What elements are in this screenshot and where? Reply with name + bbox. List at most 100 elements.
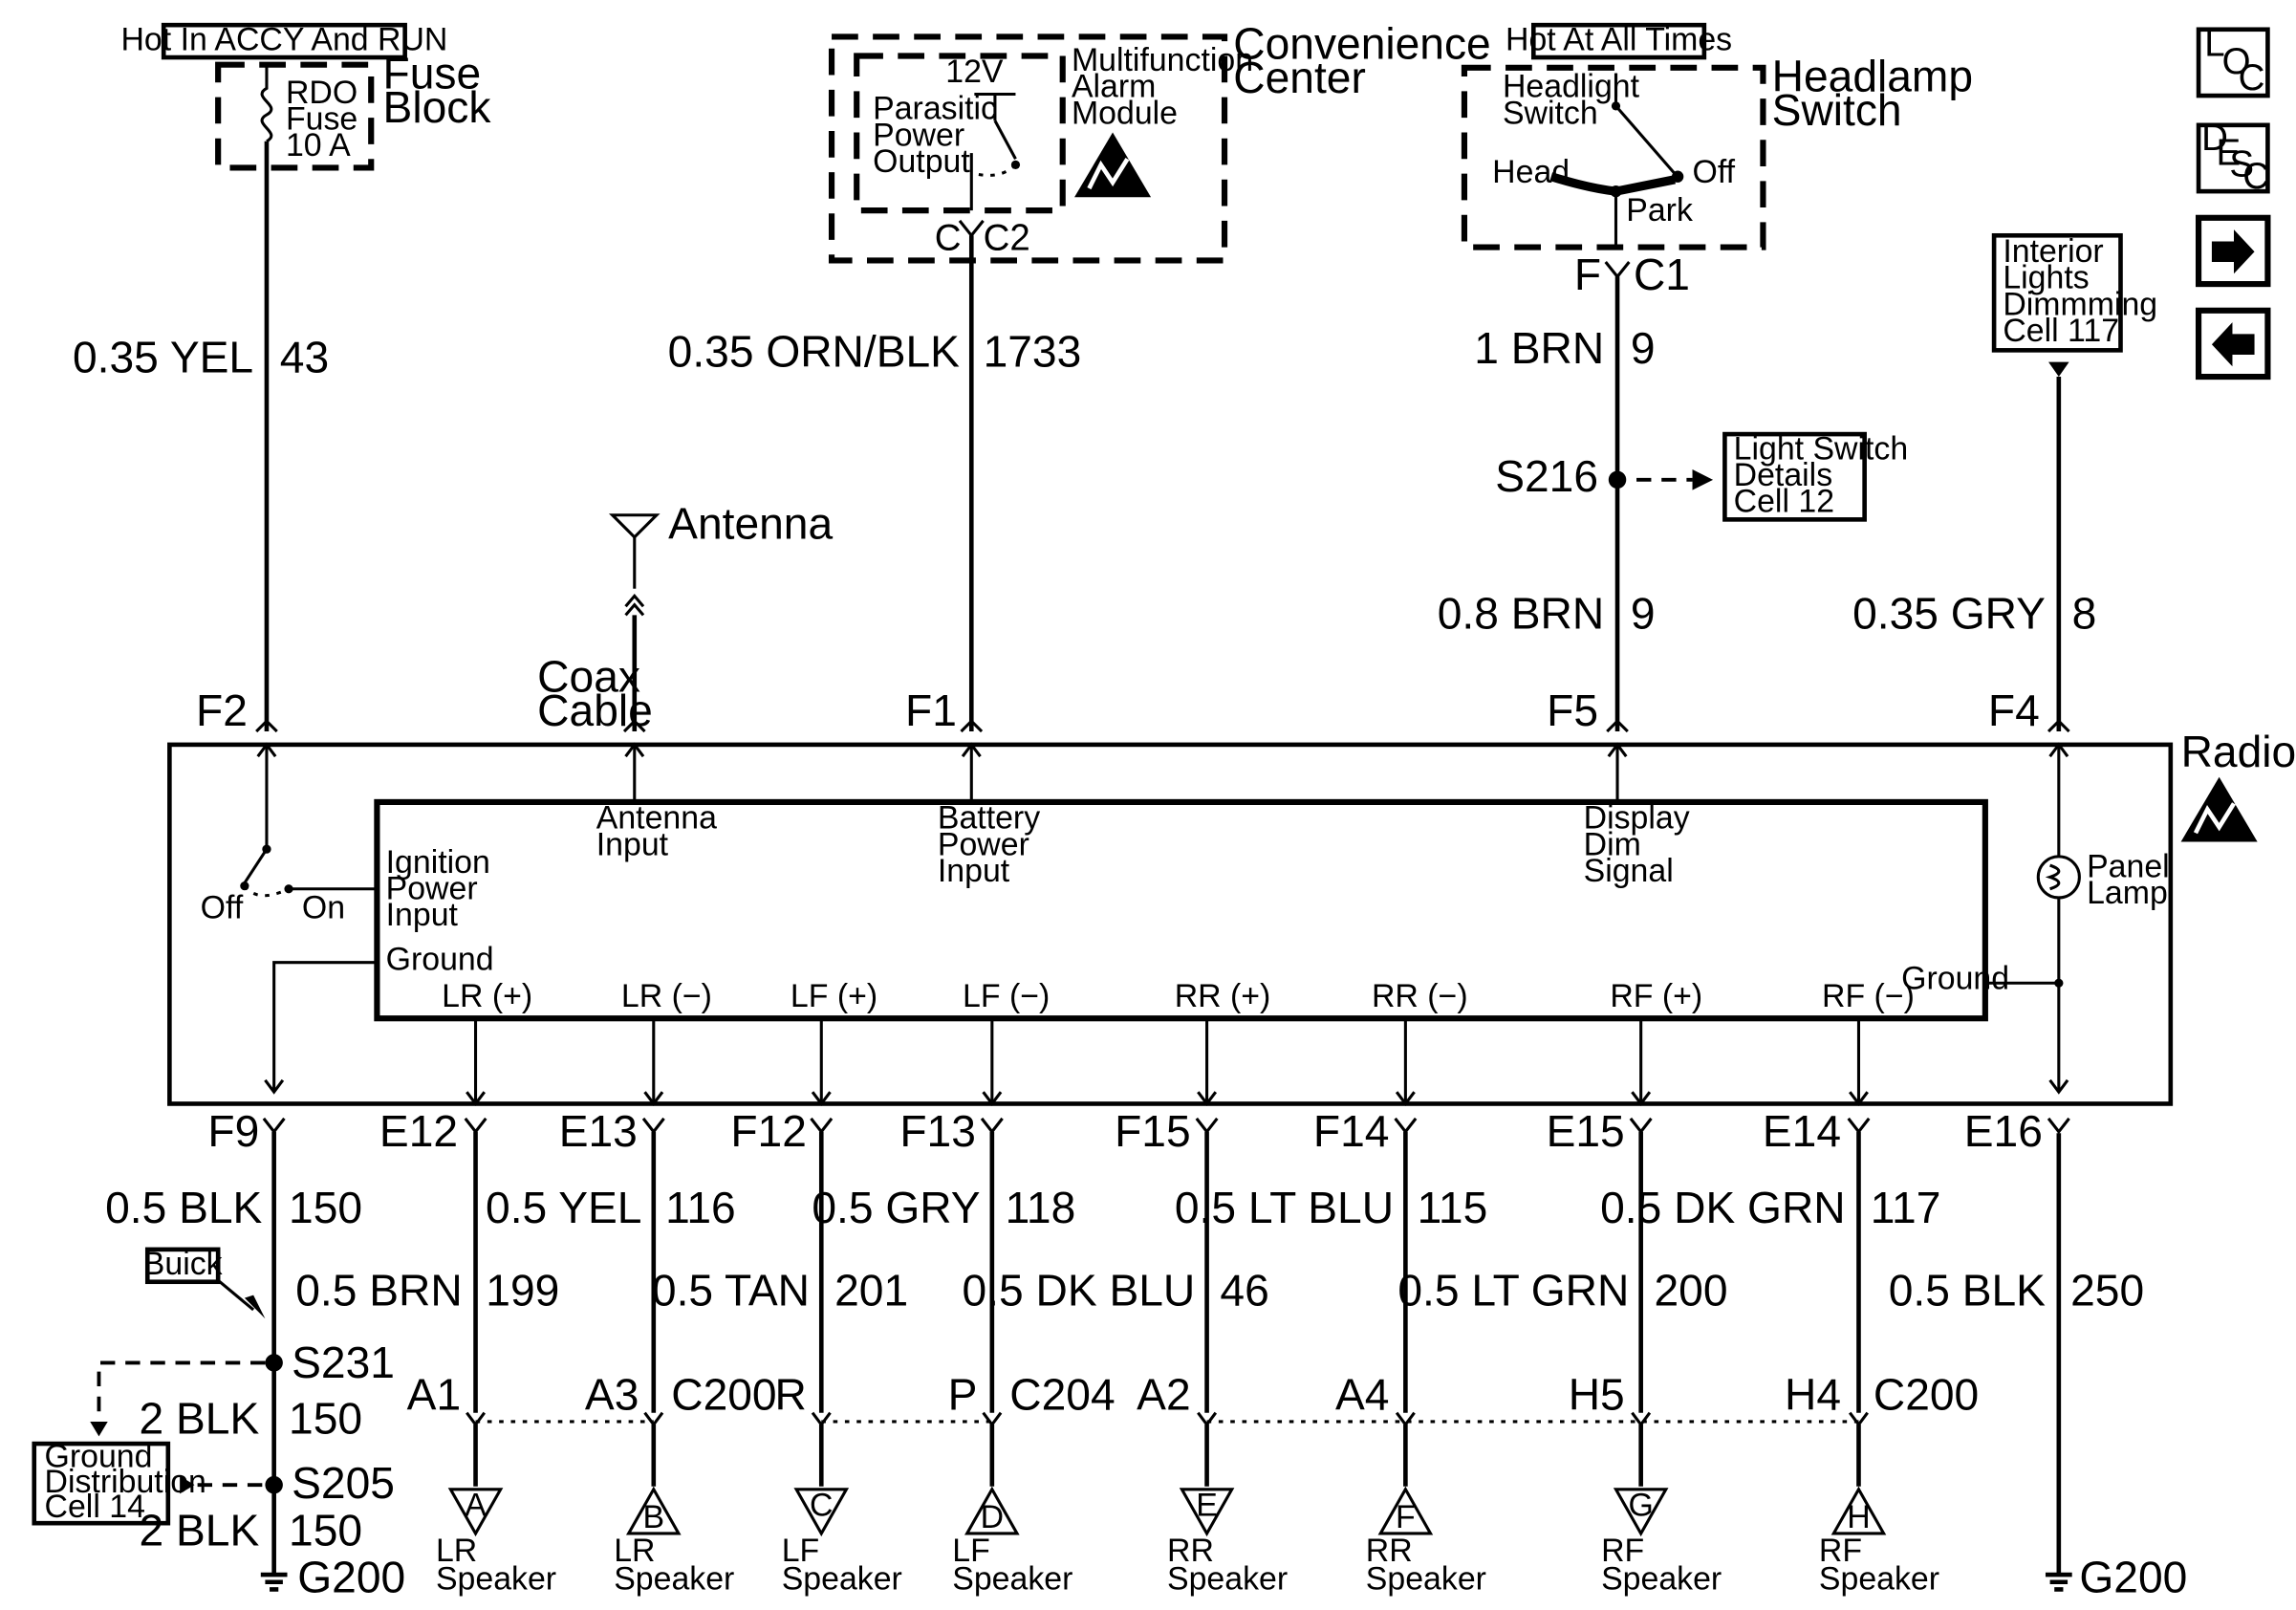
esd-warning-icon (1074, 132, 1152, 198)
svg-text:Power: Power (386, 871, 478, 907)
svg-text:S: S (2229, 144, 2254, 185)
svg-text:0.5 DK BLU: 0.5 DK BLU (963, 1265, 1196, 1315)
svg-text:Center: Center (1233, 53, 1366, 102)
svg-text:E16: E16 (1964, 1106, 2043, 1156)
svg-text:0.5 GRY: 0.5 GRY (812, 1183, 980, 1232)
svg-text:F14: F14 (1313, 1106, 1390, 1156)
svg-text:F13: F13 (899, 1106, 976, 1156)
svg-text:RR (−): RR (−) (1372, 978, 1468, 1014)
speaker-lead-arrow-1 (643, 1091, 664, 1107)
svg-text:F: F (1574, 250, 1601, 299)
speaker-lead-arrow-5 (1395, 1091, 1416, 1107)
hot-all-times-label: Hot At All Times (1505, 21, 1732, 57)
svg-text:2 BLK: 2 BLK (140, 1505, 260, 1555)
inline-connector-labels: A1 A3 C200 R P C204 A2 A4 H5 H4 C200 (407, 1370, 1980, 1420)
wire-1733-num: 1733 (984, 326, 1082, 376)
svg-text:Input: Input (596, 826, 669, 862)
svg-text:0.5 BRN: 0.5 BRN (295, 1265, 462, 1315)
buick-tag: Buick (143, 1246, 266, 1319)
speaker-leads (466, 1018, 1869, 1107)
pin-connector-0 (464, 1117, 487, 1135)
esd-warning-icon (2180, 776, 2258, 842)
speaker-letter: F (1396, 1499, 1416, 1535)
svg-text:199: 199 (486, 1265, 559, 1315)
svg-text:C200: C200 (1874, 1370, 1979, 1420)
radio-inner-circuit (374, 798, 1988, 1022)
speaker-label: LF (782, 1533, 820, 1569)
fuse-block: Hot In ACCY And RUN RDO Fuse 10 A Fuse B… (120, 21, 491, 171)
pin-connector-f9 (262, 1117, 286, 1135)
speaker-letter: A (465, 1487, 487, 1523)
speaker-lead-arrow-4 (1197, 1091, 1218, 1107)
svg-text:Input: Input (938, 853, 1010, 889)
svg-text:Coax: Coax (537, 651, 640, 701)
svg-text:0.5 LT GRN: 0.5 LT GRN (1397, 1265, 1629, 1315)
svg-text:2 BLK: 2 BLK (140, 1393, 260, 1443)
wire-8-size: 0.35 GRY (1852, 588, 2046, 638)
svg-text:C200: C200 (671, 1370, 776, 1420)
wire-150-size: 0.5 BLK (105, 1183, 262, 1232)
svg-text:Power: Power (873, 117, 964, 153)
svg-text:Light Switch: Light Switch (1734, 430, 1909, 467)
svg-text:Distribution: Distribution (45, 1464, 206, 1500)
speaker-icon (1179, 1488, 1235, 1537)
speaker-icon (625, 1486, 682, 1535)
wire-9a-num: 9 (1631, 323, 1656, 373)
svg-text:Cell 14: Cell 14 (45, 1489, 145, 1525)
svg-text:Module: Module (1072, 95, 1178, 131)
ground-distribution-link[interactable]: Ground Distribution Cell 14 (32, 1439, 206, 1526)
svg-text:C2: C2 (984, 218, 1030, 259)
splice-s216 (1608, 470, 1627, 490)
interior-lights-link[interactable]: Interior Lights Dimmming Cell 117 (1991, 232, 2157, 353)
next-page-button[interactable] (2195, 214, 2271, 288)
svg-text:C1: C1 (1634, 250, 1690, 299)
speakers: ALRSpeakerBLRSpeakerCLFSpeakerDLFSpeaker… (436, 1486, 1939, 1597)
svg-text:115: 115 (1418, 1183, 1488, 1232)
svg-text:116: 116 (665, 1183, 736, 1232)
antenna: Antenna Coax Cable (537, 498, 833, 734)
inline-pin-1 (643, 1411, 664, 1427)
svg-text:RDO: RDO (286, 75, 357, 111)
prev-page-button[interactable] (2195, 307, 2271, 381)
headlamp-switch-title: Headlamp (1772, 51, 1973, 100)
svg-text:S231: S231 (292, 1338, 395, 1387)
speaker-wires (262, 1117, 2070, 1487)
svg-text:12V: 12V (945, 54, 1004, 90)
svg-text:F1: F1 (905, 685, 957, 735)
wire-150-num: 150 (289, 1183, 362, 1232)
svg-text:Antenna: Antenna (596, 800, 717, 837)
svg-text:Cable: Cable (537, 685, 653, 735)
svg-text:F15: F15 (1115, 1106, 1191, 1156)
speaker-icon (1830, 1486, 1887, 1535)
svg-text:D: D (2201, 118, 2228, 159)
svg-text:C: C (2239, 57, 2265, 98)
speaker-letter: G (1628, 1487, 1653, 1523)
svg-text:Antenna: Antenna (668, 498, 833, 548)
arrow-left-icon (2211, 322, 2255, 367)
speaker-label: Speaker (1167, 1560, 1288, 1597)
speaker-lead-arrow-3 (982, 1091, 1003, 1107)
speaker-lead-arrow-7 (1849, 1091, 1869, 1107)
pin-connector-4 (1195, 1117, 1219, 1135)
svg-text:Off: Off (201, 890, 244, 926)
svg-text:Details: Details (1734, 457, 1833, 493)
svg-text:E: E (2217, 132, 2242, 173)
speaker-lead-arrow-0 (466, 1091, 487, 1107)
desc-button[interactable]: D E S C (2196, 118, 2270, 197)
speaker-label: LF (952, 1533, 990, 1569)
pin-connector-5 (1394, 1117, 1418, 1135)
pin-connector-e16 (2047, 1117, 2070, 1135)
svg-text:H4: H4 (1785, 1370, 1841, 1420)
speaker-icon (1613, 1488, 1669, 1537)
svg-text:Buick: Buick (143, 1246, 223, 1282)
svg-text:201: 201 (834, 1265, 908, 1315)
bottom-pin-labels: F9 E12 E13 F12 F13 F15 F14 E15 E14 E16 (207, 1106, 2043, 1156)
light-switch-details-link[interactable]: Light Switch Details Cell 12 (1722, 430, 1909, 522)
svg-text:C: C (2242, 156, 2269, 197)
svg-text:0.5 DK GRN: 0.5 DK GRN (1600, 1183, 1846, 1232)
speaker-label: Speaker (1601, 1560, 1722, 1597)
loc-button[interactable]: L O C (2196, 23, 2270, 98)
speaker-letter: C (810, 1487, 833, 1523)
svg-text:Power: Power (938, 826, 1029, 862)
ignition-switch: Off On (201, 742, 378, 926)
